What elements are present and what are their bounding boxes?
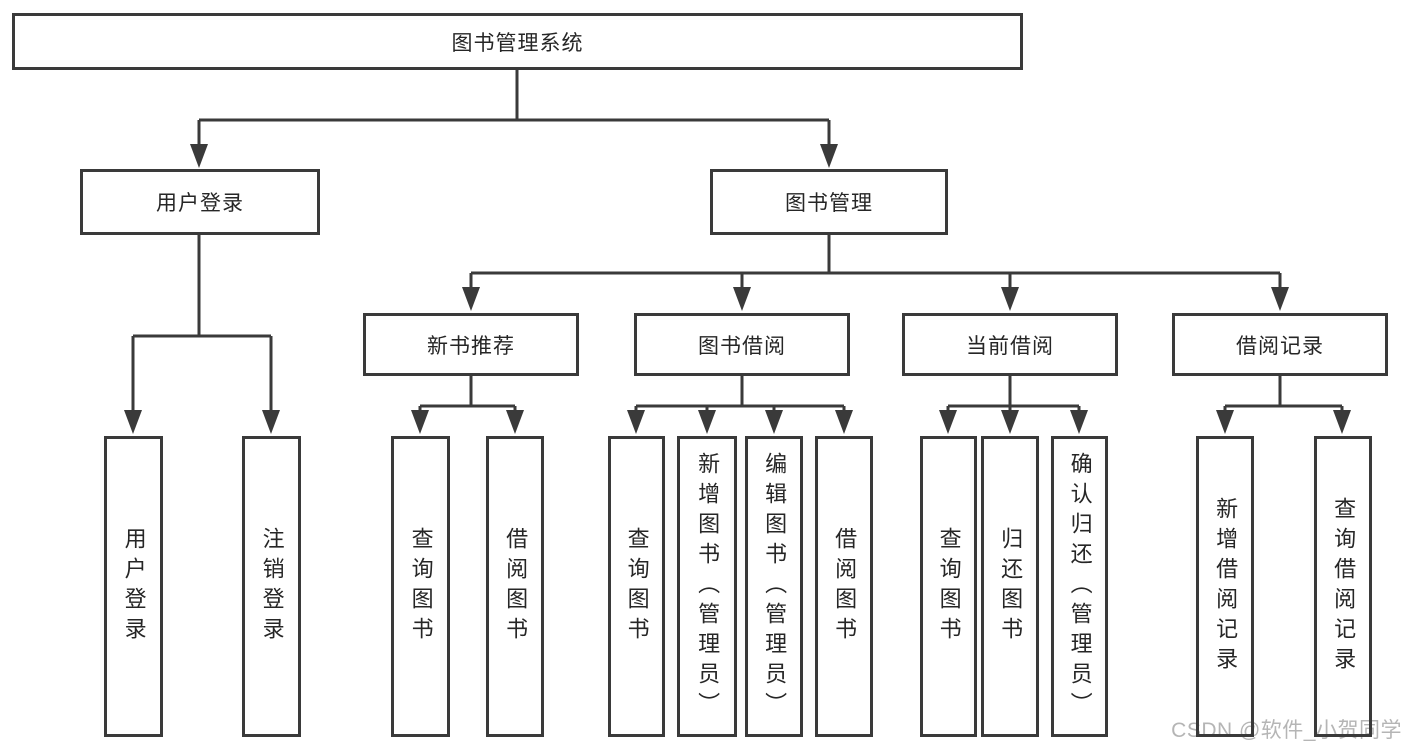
node-root-label: 图书管理系统 [451,31,584,55]
leaf-confirm-return-admin-label: 确认归还（管理员） [1067,451,1093,722]
node-book-borrow-label: 图书借阅 [698,334,786,358]
leaf-add-borrow-record: 新增借阅记录 [1196,436,1254,737]
node-borrow-records: 借阅记录 [1172,313,1388,376]
leaf-query-books-borrow: 查询图书 [608,436,665,737]
arrowheads [124,144,1351,434]
leaf-add-borrow-record-label: 新增借阅记录 [1213,496,1239,677]
leaf-confirm-return-admin: 确认归还（管理员） [1051,436,1108,737]
leaf-borrow-books-label: 借阅图书 [832,526,858,647]
node-root: 图书管理系统 [12,13,1023,70]
leaf-query-books-borrow-label: 查询图书 [624,526,650,647]
leaf-borrow-books-recommend-label: 借阅图书 [503,526,529,647]
leaf-query-books-current: 查询图书 [920,436,977,737]
leaf-edit-book-admin-label: 编辑图书（管理员） [762,451,788,722]
leaf-edit-book-admin: 编辑图书（管理员） [745,436,803,737]
leaf-logout: 注销登录 [242,436,301,737]
leaf-borrow-books: 借阅图书 [815,436,873,737]
leaf-user-login-label: 用户登录 [121,526,147,647]
leaf-query-borrow-record: 查询借阅记录 [1314,436,1372,737]
node-book-management: 图书管理 [710,169,948,235]
node-current-borrow: 当前借阅 [902,313,1118,376]
leaf-return-book: 归还图书 [981,436,1039,737]
leaf-query-books-recommend-label: 查询图书 [408,526,434,647]
node-new-book-recommend: 新书推荐 [363,313,579,376]
node-book-borrow: 图书借阅 [634,313,850,376]
leaf-query-borrow-record-label: 查询借阅记录 [1331,496,1357,677]
leaf-user-login: 用户登录 [104,436,163,737]
node-new-book-recommend-label: 新书推荐 [427,334,515,358]
leaf-add-book-admin-label: 新增图书（管理员） [695,451,721,722]
leaf-return-book-label: 归还图书 [998,526,1024,647]
leaf-add-book-admin: 新增图书（管理员） [677,436,737,737]
leaf-borrow-books-recommend: 借阅图书 [486,436,544,737]
leaf-query-books-current-label: 查询图书 [936,526,962,647]
node-user-login: 用户登录 [80,169,320,235]
node-book-management-label: 图书管理 [785,192,873,215]
node-current-borrow-label: 当前借阅 [966,334,1054,358]
node-borrow-records-label: 借阅记录 [1236,334,1324,358]
node-user-login-label: 用户登录 [156,192,244,215]
leaf-logout-label: 注销登录 [259,526,285,647]
leaf-query-books-recommend: 查询图书 [391,436,450,737]
